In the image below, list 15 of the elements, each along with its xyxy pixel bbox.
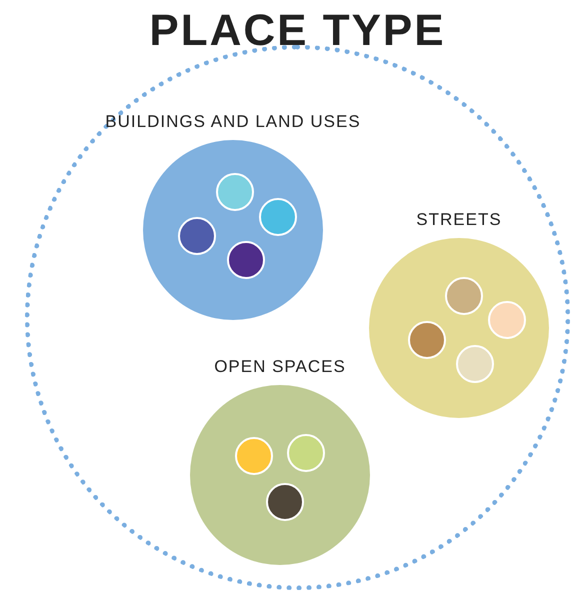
title-text: PLACE TYPE <box>149 6 446 56</box>
color-dot <box>216 173 254 211</box>
circle-label: OPEN SPACES <box>214 357 346 377</box>
color-dot <box>259 198 297 236</box>
color-dot <box>287 434 325 472</box>
color-dot <box>456 345 494 383</box>
circle-label: STREETS <box>416 210 502 230</box>
color-dot <box>408 321 446 359</box>
color-dot <box>227 241 265 279</box>
color-dot <box>445 277 483 315</box>
color-dot <box>488 301 526 339</box>
color-dot <box>235 437 273 475</box>
color-dot <box>266 483 304 521</box>
color-dot <box>178 217 216 255</box>
circle-label: BUILDINGS AND LAND USES <box>105 112 361 132</box>
